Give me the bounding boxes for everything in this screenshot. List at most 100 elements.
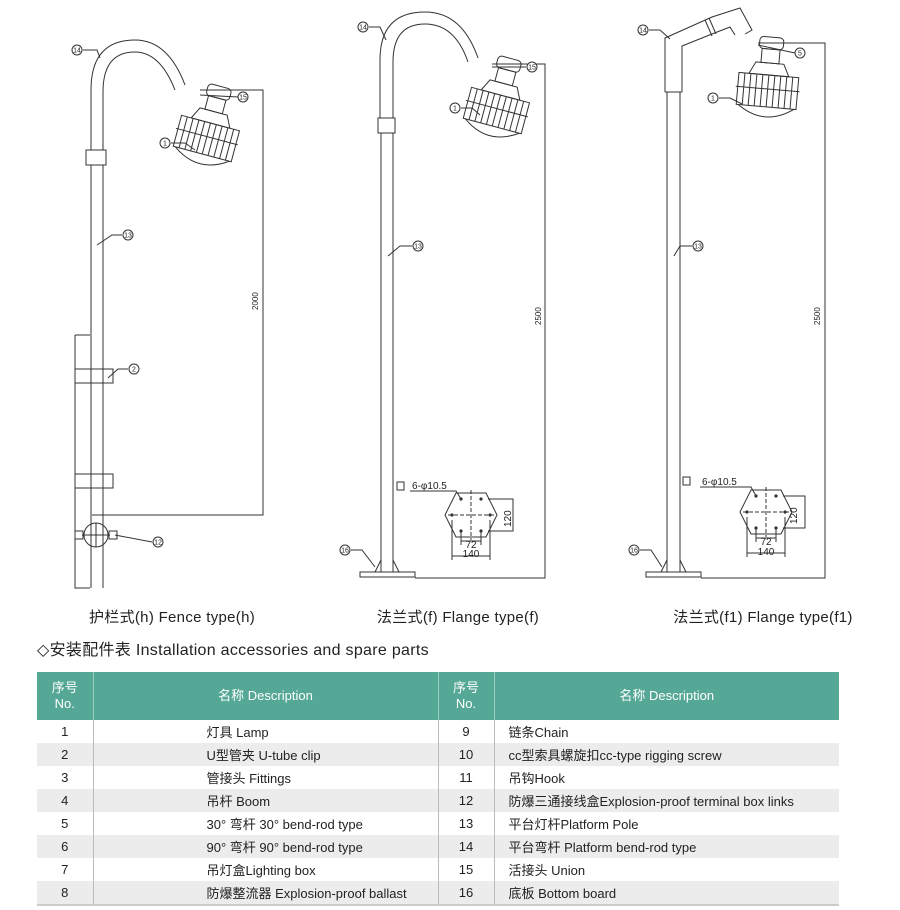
item-number: 10 [438, 743, 495, 766]
height-dimension: 2000 [251, 292, 260, 310]
item-description: 管接头 Fittings [93, 766, 439, 789]
flange-f-diagram: 2500 6-φ10.5 120 72 140 14 15 1 13 16 [339, 11, 546, 579]
callout-12: 12 [154, 540, 162, 547]
header-description: 名称 Description [494, 672, 839, 720]
callout-2: 2 [132, 367, 136, 374]
item-number: 6 [37, 835, 94, 858]
pole [380, 133, 394, 572]
item-number: 16 [438, 881, 495, 906]
fence-post [74, 334, 90, 589]
terminal-marker [682, 476, 691, 486]
header-description: 名称 Description [93, 672, 439, 720]
dimension-line [701, 42, 826, 579]
dim-140: 140 [463, 549, 480, 560]
base-gussets [374, 559, 400, 573]
base-gussets [660, 559, 687, 573]
callout-15: 15 [528, 65, 536, 72]
item-number: 2 [37, 743, 94, 766]
item-number: 11 [438, 766, 495, 789]
flange-f1-diagram: 2500 6-φ10.5 120 72 140 14 5 1 13 16 [628, 7, 826, 579]
fence-type-caption: 护栏式(h) Fence type(h) [88, 609, 256, 626]
callout-14: 14 [639, 28, 647, 35]
dim-72: 72 [465, 540, 477, 551]
fence-type-diagram: 2000 14 15 1 13 2 12 [71, 39, 264, 589]
item-number: 8 [37, 881, 94, 906]
dim-120: 120 [789, 507, 800, 524]
item-number: 5 [37, 812, 94, 835]
dim-120: 120 [503, 510, 514, 527]
item-description: 30° 弯杆 30° bend-rod type [93, 812, 439, 835]
bottom-board [645, 571, 702, 578]
item-description: 防爆三通接线盒Explosion-proof terminal box link… [494, 789, 839, 812]
item-description: 底板 Bottom board [494, 881, 839, 906]
item-number: 1 [37, 720, 94, 743]
callout-1: 1 [453, 106, 457, 113]
dimension-line [92, 89, 264, 516]
callout-14: 14 [359, 25, 367, 32]
item-description: 吊灯盒Lighting box [93, 858, 439, 881]
flange-plate-detail: 6-φ10.5 120 72 140 [700, 477, 806, 558]
dimension-line [415, 63, 546, 579]
flange-f1-caption: 法兰式(f1) Flange type(f1) [673, 609, 853, 626]
item-number: 7 [37, 858, 94, 881]
callout-13: 13 [694, 244, 702, 251]
item-description: 灯具 Lamp [93, 720, 439, 743]
bend-rod [379, 11, 479, 118]
lamp [172, 83, 241, 166]
callout-14: 14 [73, 48, 81, 55]
item-number: 4 [37, 789, 94, 812]
dim-72: 72 [760, 537, 772, 548]
item-description: U型管夹 U-tube clip [93, 743, 439, 766]
callout-16: 16 [341, 548, 349, 555]
callout-13: 13 [124, 233, 132, 240]
callout-1: 1 [163, 141, 167, 148]
flange-f-caption: 法兰式(f) Flange type(f) [376, 609, 540, 626]
installation-diagrams: 2000 14 15 1 13 2 12 2500 [71, 7, 826, 589]
callouts: 14 15 1 13 2 12 [71, 44, 249, 548]
item-description: 90° 弯杆 90° bend-rod type [93, 835, 439, 858]
callout-16: 16 [630, 548, 638, 555]
item-number: 13 [438, 812, 495, 835]
item-description: 链条Chain [508, 725, 569, 740]
height-dimension: 2500 [813, 307, 822, 325]
union-fitting [377, 117, 396, 134]
item-description: 防爆整流器 Explosion-proof ballast [93, 881, 439, 906]
item-number: 15 [438, 858, 495, 881]
callouts: 14 15 1 13 16 [339, 21, 538, 568]
item-description: 活接头 Union [508, 863, 586, 878]
bottom-board [359, 571, 416, 578]
bend-rod [664, 7, 753, 92]
u-tube-clip [74, 368, 114, 384]
terminal-box [74, 522, 118, 548]
item-number: 9 [438, 720, 495, 743]
hole-spec-label: 6-φ10.5 [412, 481, 447, 492]
flange-plate-detail: 6-φ10.5 120 72 140 [410, 481, 514, 560]
dim-140: 140 [758, 547, 775, 558]
bend-rod [90, 39, 186, 150]
item-description: 平台灯杆Platform Pole [508, 817, 639, 832]
item-description: cc型索具螺旋扣cc-type rigging screw [494, 743, 839, 766]
callout-5: 5 [798, 51, 802, 58]
hole-spec-label: 6-φ10.5 [702, 477, 737, 488]
height-dimension: 2500 [534, 307, 543, 325]
u-tube-clip [74, 473, 114, 489]
pole [665, 91, 682, 572]
item-description: 吊钩Hook [508, 771, 565, 786]
lamp [735, 35, 800, 118]
item-number: 12 [438, 789, 495, 812]
callouts: 14 5 1 13 16 [628, 24, 806, 568]
pole [90, 165, 104, 588]
item-description: 吊杆 Boom [93, 789, 439, 812]
item-number: 14 [438, 835, 495, 858]
union-fitting [85, 149, 107, 166]
lamp [462, 55, 531, 138]
section-title: ◇安装配件表 Installation accessories and spar… [37, 642, 429, 659]
